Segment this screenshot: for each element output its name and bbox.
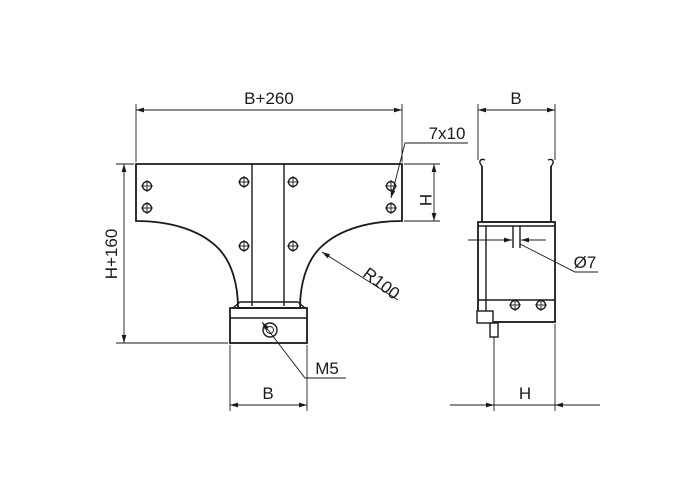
bolt-icon [535,299,547,311]
bolt-icon [238,176,250,188]
bolt-icon [287,240,299,252]
front-dimensions: B+260 H+160 H 7x10 R100 M5 B [102,89,468,411]
radius-label: R100 [359,264,403,304]
bolt-icon [509,299,521,311]
coupler-plate-top [232,301,306,309]
flange-height-label: H [416,194,435,206]
bolt-icon [287,176,299,188]
side-height-label: H [519,384,531,403]
tee-outline [135,163,403,309]
bolt-icon [385,202,397,214]
side-clip [476,310,494,324]
bolt-icon [238,240,250,252]
side-view [476,158,556,338]
front-view [135,163,403,344]
slot-label: 7x10 [429,124,466,143]
coupler-plate [229,307,308,344]
bolt-icon [141,202,153,214]
screw-icon [262,322,278,338]
side-pin [489,322,499,338]
width-total-label: B+260 [244,89,294,108]
hook-left [479,158,486,167]
side-width-label: B [510,89,521,108]
height-total-label: H+160 [102,229,121,280]
bottom-width-label: B [262,384,273,403]
hole-label: Ø7 [574,253,597,272]
bolt-icon [141,180,153,192]
side-dimensions: B Ø7 H [450,89,600,411]
screw-label: M5 [315,359,339,378]
hook-right [547,158,554,167]
